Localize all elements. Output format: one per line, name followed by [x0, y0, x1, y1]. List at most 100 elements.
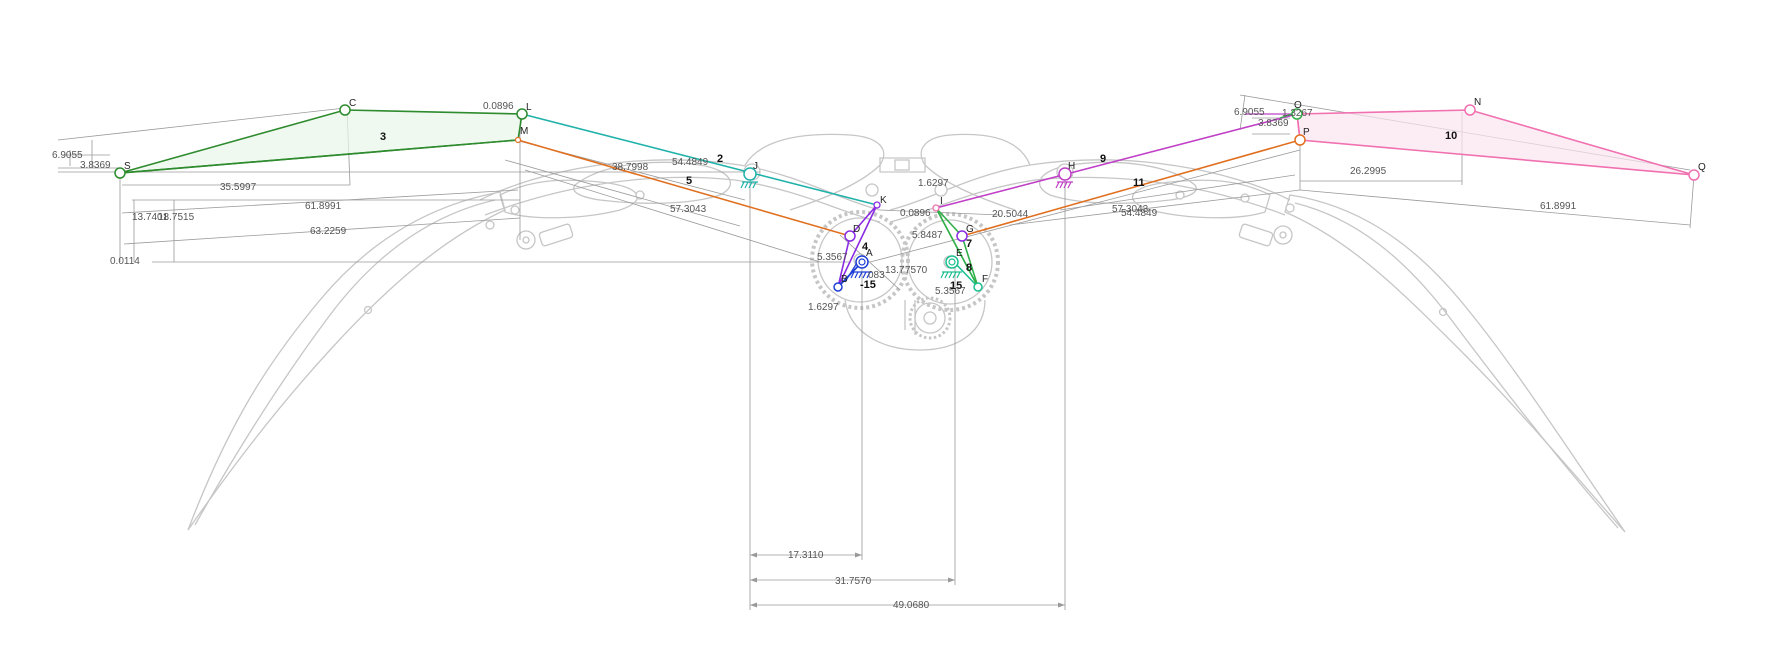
link-3-body — [119, 109, 523, 174]
left-pivot-block — [538, 223, 574, 247]
link-labels: 3 2 5 4 -15 9 11 10 7 8 15 — [380, 130, 1457, 292]
gear-housing — [844, 299, 986, 351]
label-c: C — [349, 98, 356, 109]
riser-top-plate — [879, 157, 926, 173]
joint-o[interactable] — [1291, 108, 1303, 120]
riser-dot-2 — [1175, 190, 1185, 200]
joint-d[interactable] — [844, 230, 856, 242]
dimension-values: 6.9055 3.8369 0.0896 35.5997 61.8991 63.… — [52, 101, 1577, 611]
dim-mid-16297-right: 1.6297 — [918, 178, 949, 189]
joint-q[interactable] — [1688, 169, 1700, 181]
joint-a[interactable] — [855, 255, 869, 269]
riser-right-lobe — [920, 133, 1031, 211]
riser-top-slot — [894, 159, 910, 171]
link-3-lower-edge — [119, 139, 519, 174]
bow-sketch — [187, 133, 1626, 533]
link-8 — [935, 207, 979, 288]
ground-e-icon — [940, 271, 962, 279]
right-riser-pin — [1285, 203, 1295, 213]
joint-c[interactable] — [339, 104, 351, 116]
dim-left-544849: 54.4849 — [672, 157, 709, 168]
dim-bottom-490680: 49.0680 — [893, 600, 930, 611]
link-label-5: 5 — [686, 175, 692, 187]
point-labels: S C L M J K D A B I G E F H O P N Q — [124, 97, 1706, 285]
label-n: N — [1474, 97, 1481, 108]
label-o: O — [1294, 100, 1302, 111]
label-f: F — [982, 274, 988, 285]
link-2 — [521, 113, 878, 206]
dim-left-00114: 0.0114 — [110, 256, 140, 267]
joint-p[interactable] — [1294, 134, 1306, 146]
dim-right-573043: 57.3043 — [1112, 204, 1149, 215]
dim-right-544849: 54.4849 — [1121, 208, 1158, 219]
dim-right-69055: 6.9055 — [1234, 107, 1265, 118]
joint-h[interactable] — [1058, 167, 1072, 181]
left-riser-pin-2 — [485, 220, 495, 230]
dim-mid-205044: 20.5044 — [992, 209, 1029, 220]
dim-right-38369: 3.8369 — [1258, 118, 1289, 129]
dim-left-618991: 61.8991 — [305, 201, 342, 212]
label-l: L — [526, 102, 532, 113]
riser-left-lobe — [744, 133, 885, 211]
link-9 — [935, 113, 1298, 209]
gear-pin-right — [934, 183, 948, 197]
right-limb-outline — [1284, 194, 1626, 533]
joint-s[interactable] — [114, 167, 126, 179]
label-k: K — [880, 195, 887, 206]
link-label-2: 2 — [717, 153, 723, 165]
joint-n[interactable] — [1464, 104, 1476, 116]
link-label-4: 4 — [862, 241, 869, 253]
joint-j[interactable] — [743, 167, 757, 181]
link-label-8: 8 — [966, 262, 972, 274]
left-pivot-hole — [522, 236, 530, 244]
label-a: A — [866, 248, 873, 259]
joint-i[interactable] — [932, 204, 940, 212]
label-s: S — [124, 161, 131, 172]
label-h: H — [1068, 161, 1075, 172]
label-q: Q — [1698, 162, 1706, 173]
dim-left-137401: 13.7401 — [132, 212, 169, 223]
link-11 — [961, 139, 1301, 237]
link-label-11: 11 — [1133, 177, 1145, 189]
dim-mid-137: 13.7 — [885, 265, 905, 276]
label-j: J — [753, 161, 758, 172]
dim-left-187515: 18.7515 — [158, 212, 195, 223]
joint-k[interactable] — [873, 201, 881, 209]
dim-bottom-173110: 17.3110 — [788, 550, 824, 561]
link-label-10: 10 — [1445, 130, 1457, 142]
right-limb-inner — [1294, 202, 1619, 529]
joint-l[interactable] — [516, 108, 528, 120]
joint-m[interactable] — [514, 136, 522, 144]
link-label-neg15: -15 — [860, 279, 876, 291]
left-riser-pin — [510, 205, 520, 215]
dim-left-38369: 3.8369 — [80, 160, 111, 171]
label-p: P — [1303, 127, 1310, 138]
label-g: G — [966, 224, 974, 235]
dim-right-618991: 61.8991 — [1540, 201, 1577, 212]
dim-bottom-317570: 31.7570 — [835, 576, 872, 587]
joint-g[interactable] — [956, 230, 968, 242]
dim-left-69055: 6.9055 — [52, 150, 83, 161]
joint-b[interactable] — [833, 282, 843, 292]
right-pivot-block — [1238, 223, 1274, 247]
label-e: E — [956, 248, 963, 259]
dim-left-355997: 35.5997 — [220, 182, 257, 193]
joint-e[interactable] — [945, 255, 959, 269]
dim-mid-58487: 5.8487 — [912, 230, 943, 241]
label-i: I — [940, 196, 943, 207]
right-riser-loop-2 — [1131, 179, 1271, 219]
gear-housing-slot — [904, 300, 916, 335]
dim-left-573043: 57.3043 — [670, 204, 707, 215]
right-pivot-hole — [1279, 231, 1287, 239]
dim-mid-53567-right: 5.3567 — [935, 286, 966, 297]
mechanism-links — [119, 109, 1695, 288]
right-riser-loop — [1038, 161, 1197, 204]
dim-right-262995: 26.2995 — [1350, 166, 1387, 177]
left-limb-hole — [363, 305, 373, 315]
dim-mid-53567-left: 5.3567 — [817, 252, 848, 263]
link-4 — [837, 204, 878, 288]
dim-mid-7570: 7570 — [905, 265, 928, 276]
joint-f[interactable] — [973, 282, 983, 292]
link-label-3: 3 — [380, 131, 386, 143]
